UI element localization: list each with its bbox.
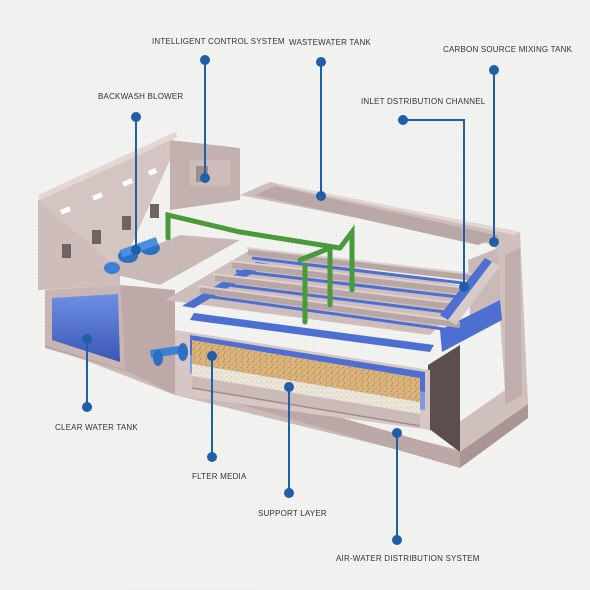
clear-water-tank <box>45 285 175 395</box>
label-support-layer: SUPPORT LAYER <box>258 509 327 518</box>
label-air-water-distribution-system: AIR-WATER DISTRIBUTION SYSTEM <box>336 554 480 563</box>
label-wastewater-tank: WASTEWATER TANK <box>289 38 371 47</box>
callouts <box>82 55 499 545</box>
label-backwash-blower: BACKWASH BLOWER <box>98 92 184 101</box>
filter-layers <box>190 335 425 427</box>
blower-building <box>38 132 240 290</box>
label-intelligent-control-system: INTELLIGENT CONTROL SYSTEM <box>152 37 285 46</box>
backwash-pipe <box>150 343 188 366</box>
label-inlet-distribution-channel: INLET DSTRIBUTION CHANNEL <box>361 97 486 106</box>
label-clear-water-tank: CLEAR WATER TANK <box>55 423 138 432</box>
air-water-piping <box>165 211 355 325</box>
label-filter-media: FLTER MEDIA <box>192 472 247 481</box>
label-carbon-source-mixing-tank: CARBON SOURCE MIXING TANK <box>443 45 573 54</box>
